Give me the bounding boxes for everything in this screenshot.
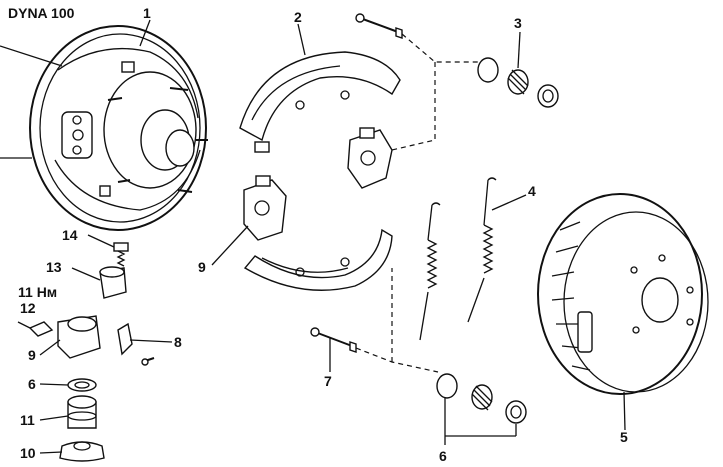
callout-shoe-hold-pin: 7 — [324, 373, 332, 389]
callout-wheel-cylinder-assembly: 9 — [198, 259, 206, 275]
piston — [67, 395, 97, 429]
clip — [117, 322, 155, 366]
adjusting-screw — [113, 242, 129, 267]
assembly-path-top — [391, 33, 478, 151]
brake-drum — [537, 193, 709, 395]
dust-boot — [59, 441, 105, 462]
callout-wheel-cylinder-body: 9 — [28, 347, 36, 363]
bleeder-screw — [17, 321, 54, 337]
backing-plate — [0, 25, 208, 231]
cup — [67, 378, 97, 392]
callout-bleeder-screw: 12 — [20, 300, 36, 316]
wheel-cylinder-body — [57, 315, 101, 359]
adjuster-set-bottom — [310, 327, 527, 424]
callout-cup: 6 — [28, 376, 36, 392]
callout-bleeder-cap: 13 — [46, 259, 62, 275]
torque-label: 11 Нм — [18, 284, 57, 300]
callout-piston: 11 — [20, 412, 35, 428]
callout-return-springs: 4 — [528, 183, 536, 199]
brake-shoe-upper — [239, 51, 401, 153]
return-springs — [419, 177, 497, 341]
callout-brake-drum: 5 — [620, 429, 628, 445]
adjuster-set-top — [355, 13, 559, 108]
callout-dust-boot: 10 — [20, 445, 36, 461]
callout-adjuster-bottom: 6 — [439, 448, 447, 464]
callout-adjuster-top: 3 — [514, 15, 522, 31]
wheel-cylinder-upper — [347, 127, 393, 189]
callout-brake-shoe: 2 — [294, 9, 302, 25]
assembly-path-bottom — [355, 268, 439, 373]
brake-shoe-lower — [243, 228, 393, 291]
callout-adjusting-screw: 14 — [62, 227, 78, 243]
diagram-title: DYNA 100 — [8, 5, 75, 21]
callout-backing-plate: 1 — [143, 5, 151, 21]
bleeder-cap — [99, 266, 127, 299]
wheel-cylinder-assembly — [243, 175, 287, 241]
callout-clip: 8 — [174, 334, 182, 350]
leader-lines — [39, 19, 626, 454]
